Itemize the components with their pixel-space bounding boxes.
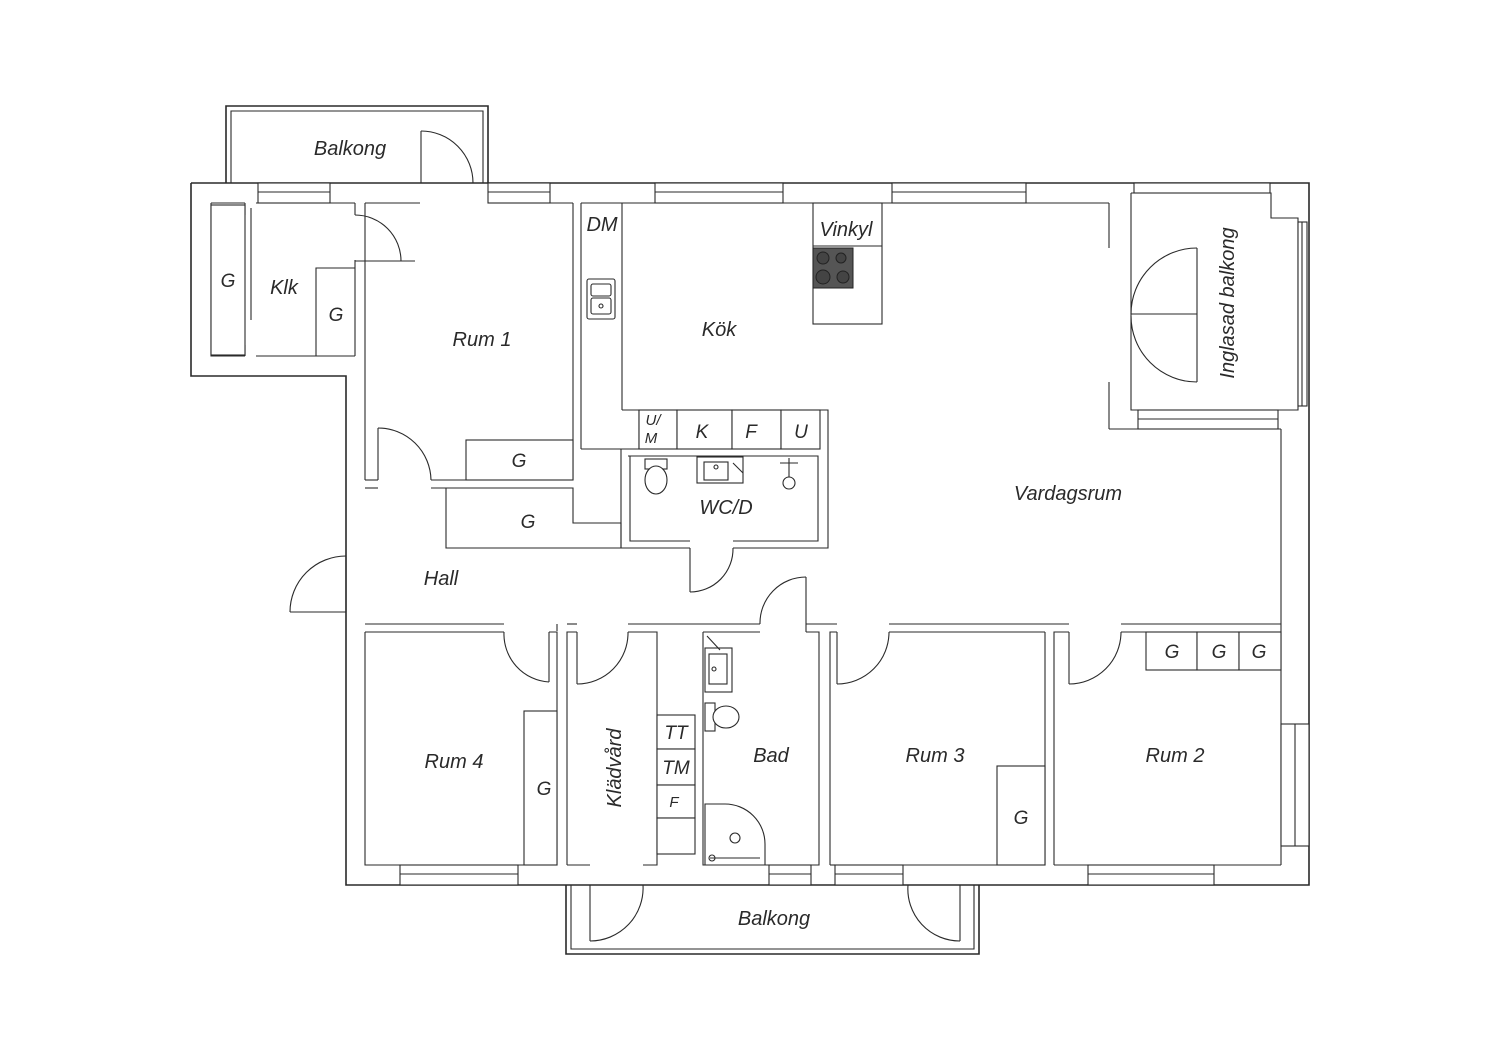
label-rum1: Rum 1: [453, 329, 512, 351]
label-k: K: [696, 422, 710, 443]
label-klk-g-right: G: [329, 305, 344, 326]
interior-walls: [210, 202, 1282, 866]
label-bad: Bad: [753, 745, 789, 767]
balcony-top: [225, 105, 489, 183]
label-rum2: Rum 2: [1146, 745, 1205, 767]
exterior-walls: [190, 182, 1310, 886]
label-um-bottom: M: [645, 430, 658, 447]
label-tm: TM: [662, 758, 690, 779]
label-klk: Klk: [270, 277, 299, 299]
label-vinkyl: Vinkyl: [820, 219, 874, 241]
room-labels: Balkong Klk G G Rum 1 G G DM Kök Vinkyl …: [221, 138, 1267, 930]
bath-washbasin-icon: [704, 635, 733, 693]
label-dm: DM: [586, 214, 617, 236]
label-balkong-bottom: Balkong: [738, 908, 810, 930]
label-vardagsrum: Vardagsrum: [1014, 483, 1122, 505]
toilet-icon: [644, 458, 668, 495]
floor-drain-icon: [780, 458, 798, 490]
label-kladvard: Klädvård: [604, 728, 626, 808]
glazed-balcony: [1130, 192, 1308, 411]
stove-icon: [812, 247, 854, 289]
sink-icon: [586, 278, 616, 320]
shower-icon: [704, 803, 766, 866]
washbasin-icon: [696, 456, 744, 484]
label-hall-g: G: [521, 512, 536, 533]
label-kladvard-f: F: [669, 794, 679, 811]
label-rum3-g: G: [1014, 808, 1029, 829]
label-rum2-g3: G: [1252, 642, 1267, 663]
label-rum3: Rum 3: [906, 745, 965, 767]
label-klk-g-left: G: [221, 271, 236, 292]
label-kok: Kök: [702, 319, 737, 341]
label-rum2-g2: G: [1212, 642, 1227, 663]
label-rum4: Rum 4: [425, 751, 484, 773]
label-rum4-g: G: [537, 779, 552, 800]
label-hall: Hall: [424, 568, 459, 590]
label-rum1-g: G: [512, 451, 527, 472]
label-f: F: [745, 422, 758, 443]
balcony-bottom: [565, 885, 980, 955]
bath-toilet-icon: [704, 702, 740, 732]
windows: [257, 182, 1310, 886]
label-inglasad-balkong: Inglasad balkong: [1217, 227, 1239, 378]
label-tt: TT: [664, 723, 689, 744]
label-um-top: U/: [646, 412, 663, 429]
doors: [289, 130, 1198, 942]
label-wcd: WC/D: [699, 497, 752, 519]
label-balkong-top: Balkong: [314, 138, 386, 160]
label-u: U: [794, 422, 808, 443]
label-rum2-g1: G: [1165, 642, 1180, 663]
